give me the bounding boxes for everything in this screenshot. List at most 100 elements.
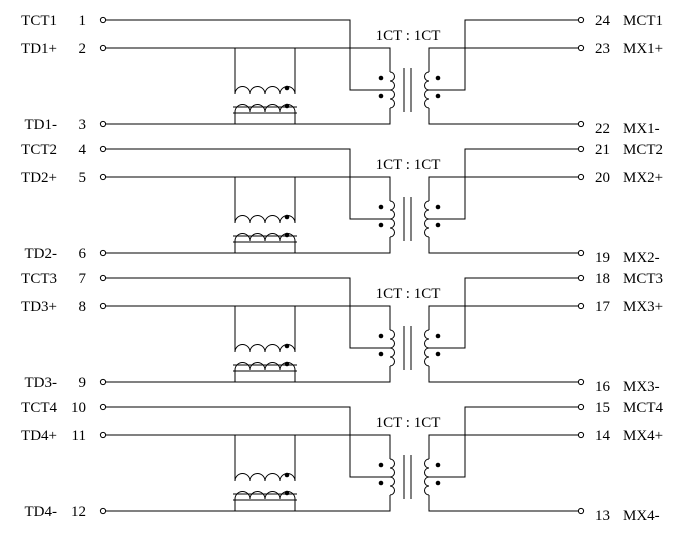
turns-ratio-label: 1CT : 1CT <box>376 286 441 302</box>
polarity-dot <box>284 490 290 496</box>
pin-terminal <box>99 249 107 257</box>
right-pin-number: 13 <box>595 508 610 524</box>
right-pin-number: 17 <box>595 299 611 315</box>
pin-terminal <box>577 44 585 52</box>
pin-terminal <box>99 507 107 515</box>
polarity-dot <box>378 333 384 339</box>
isolation-transformer <box>378 455 441 499</box>
turns-ratio-label: 1CT : 1CT <box>376 157 441 173</box>
polarity-dot <box>284 361 290 367</box>
polarity-dot <box>435 222 441 228</box>
polarity-dot <box>435 351 441 357</box>
common-mode-choke <box>233 177 297 253</box>
polarity-dot <box>284 85 290 91</box>
left-pin-name: TCT4 <box>21 400 57 416</box>
left-pin-number: 11 <box>72 428 86 444</box>
right-pin-name: MCT4 <box>623 400 664 416</box>
right-pin-name: MX3+ <box>623 299 663 315</box>
polarity-dot <box>435 93 441 99</box>
common-mode-choke <box>233 306 297 382</box>
right-pin-name: MX4- <box>623 508 660 524</box>
left-pin-name: TD4- <box>25 504 58 520</box>
pin-terminal <box>577 249 585 257</box>
left-pin-name: TD2- <box>25 246 58 262</box>
common-mode-choke <box>233 435 297 511</box>
right-pin-number: 24 <box>595 13 611 29</box>
pin-terminal <box>99 120 107 128</box>
polarity-dot <box>284 343 290 349</box>
polarity-dot <box>284 232 290 238</box>
left-pin-name: TD1+ <box>21 41 57 57</box>
pin-terminal <box>99 44 107 52</box>
pin-terminal <box>99 274 107 282</box>
right-pin-name: MX3- <box>623 379 660 395</box>
wires <box>103 406 581 512</box>
right-pin-name: MX1+ <box>623 41 663 57</box>
isolation-transformer <box>378 326 441 370</box>
pin-terminal <box>577 302 585 310</box>
right-pin-number: 14 <box>595 428 611 444</box>
pin-terminal <box>577 16 585 24</box>
pin-terminal <box>577 507 585 515</box>
polarity-dot <box>435 462 441 468</box>
right-pin-name: MX4+ <box>623 428 663 444</box>
pin-terminal <box>577 274 585 282</box>
polarity-dot <box>284 103 290 109</box>
left-pin-name: TD4+ <box>21 428 57 444</box>
isolation-transformer <box>378 197 441 241</box>
polarity-dot <box>378 93 384 99</box>
left-pin-name: TD3+ <box>21 299 57 315</box>
left-pin-number: 3 <box>79 117 87 133</box>
right-pin-name: MCT1 <box>623 13 663 29</box>
left-pin-number: 10 <box>71 400 86 416</box>
isolation-transformer <box>378 68 441 112</box>
polarity-dot <box>378 222 384 228</box>
wires <box>103 277 581 383</box>
left-pin-number: 8 <box>79 299 87 315</box>
polarity-dot <box>435 75 441 81</box>
right-pin-name: MCT2 <box>623 142 663 158</box>
common-mode-choke <box>233 48 297 124</box>
pin-terminal <box>99 378 107 386</box>
pin-terminal <box>577 403 585 411</box>
polarity-dot <box>378 462 384 468</box>
left-pin-number: 12 <box>71 504 86 520</box>
turns-ratio-label: 1CT : 1CT <box>376 415 441 431</box>
right-pin-name: MX2+ <box>623 170 663 186</box>
left-pin-number: 9 <box>79 375 87 391</box>
polarity-dot <box>378 75 384 81</box>
pin-terminal <box>577 120 585 128</box>
left-pin-name: TD2+ <box>21 170 57 186</box>
left-pin-name: TCT1 <box>21 13 57 29</box>
pin-terminal <box>99 16 107 24</box>
pin-terminal <box>99 403 107 411</box>
left-pin-number: 1 <box>79 13 87 29</box>
polarity-dot <box>284 472 290 478</box>
polarity-dot <box>378 351 384 357</box>
left-pin-number: 6 <box>79 246 87 262</box>
right-pin-number: 19 <box>595 250 610 266</box>
left-pin-name: TD3- <box>25 375 58 391</box>
right-pin-number: 23 <box>595 41 610 57</box>
pin-terminal <box>577 431 585 439</box>
pin-terminal <box>99 173 107 181</box>
polarity-dot <box>435 480 441 486</box>
pin-terminal <box>577 173 585 181</box>
pin-terminal <box>577 145 585 153</box>
left-pin-name: TD1- <box>25 117 58 133</box>
wires <box>103 148 581 254</box>
left-pin-name: TCT2 <box>21 142 57 158</box>
pin-terminal <box>99 431 107 439</box>
polarity-dot <box>435 333 441 339</box>
right-pin-number: 22 <box>595 121 610 137</box>
polarity-dot <box>378 480 384 486</box>
turns-ratio-label: 1CT : 1CT <box>376 28 441 44</box>
right-pin-number: 21 <box>595 142 610 158</box>
right-pin-number: 20 <box>595 170 610 186</box>
left-pin-number: 5 <box>79 170 87 186</box>
polarity-dot <box>435 204 441 210</box>
